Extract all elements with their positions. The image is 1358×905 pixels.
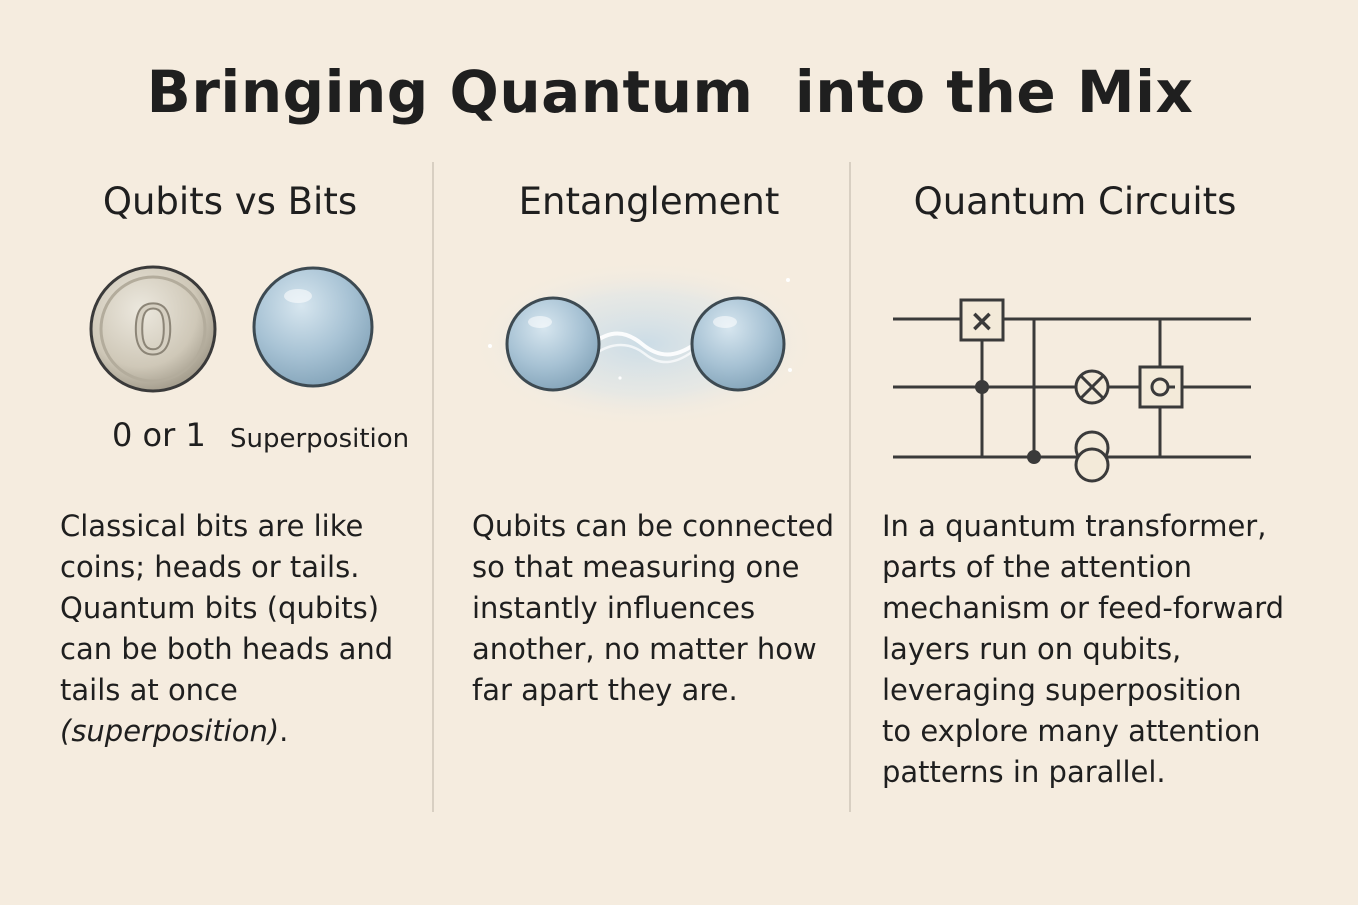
gate-x-label: × bbox=[969, 304, 994, 339]
column-heading: Quantum Circuits bbox=[913, 180, 1237, 223]
qubit-sphere-icon bbox=[252, 266, 374, 388]
coin-icon: 0 bbox=[89, 265, 217, 393]
page-title: Bringing Quantum into the Mix bbox=[146, 58, 1194, 126]
quantum-circuit-icon: × bbox=[893, 298, 1251, 483]
coin-digit: 0 bbox=[133, 290, 173, 370]
body-end: . bbox=[279, 714, 289, 748]
column-body: Classical bits are like coins; heads or … bbox=[60, 506, 420, 752]
caption-superposition: Superposition bbox=[230, 424, 410, 454]
column-heading: Entanglement bbox=[518, 180, 780, 223]
body-text: Classical bits are like coins; heads or … bbox=[60, 509, 394, 707]
column-body: Qubits can be connected so that measurin… bbox=[472, 509, 835, 707]
body-italic: (superposition) bbox=[60, 714, 280, 748]
column-heading: Qubits vs Bits bbox=[102, 180, 358, 223]
column-divider-2 bbox=[849, 162, 851, 812]
column-divider-1 bbox=[432, 162, 434, 812]
caption-0-or-1: 0 or 1 bbox=[112, 416, 206, 454]
column-body: In a quantum transformer, parts of the a… bbox=[882, 509, 1285, 789]
entangled-qubits-icon bbox=[470, 260, 820, 428]
